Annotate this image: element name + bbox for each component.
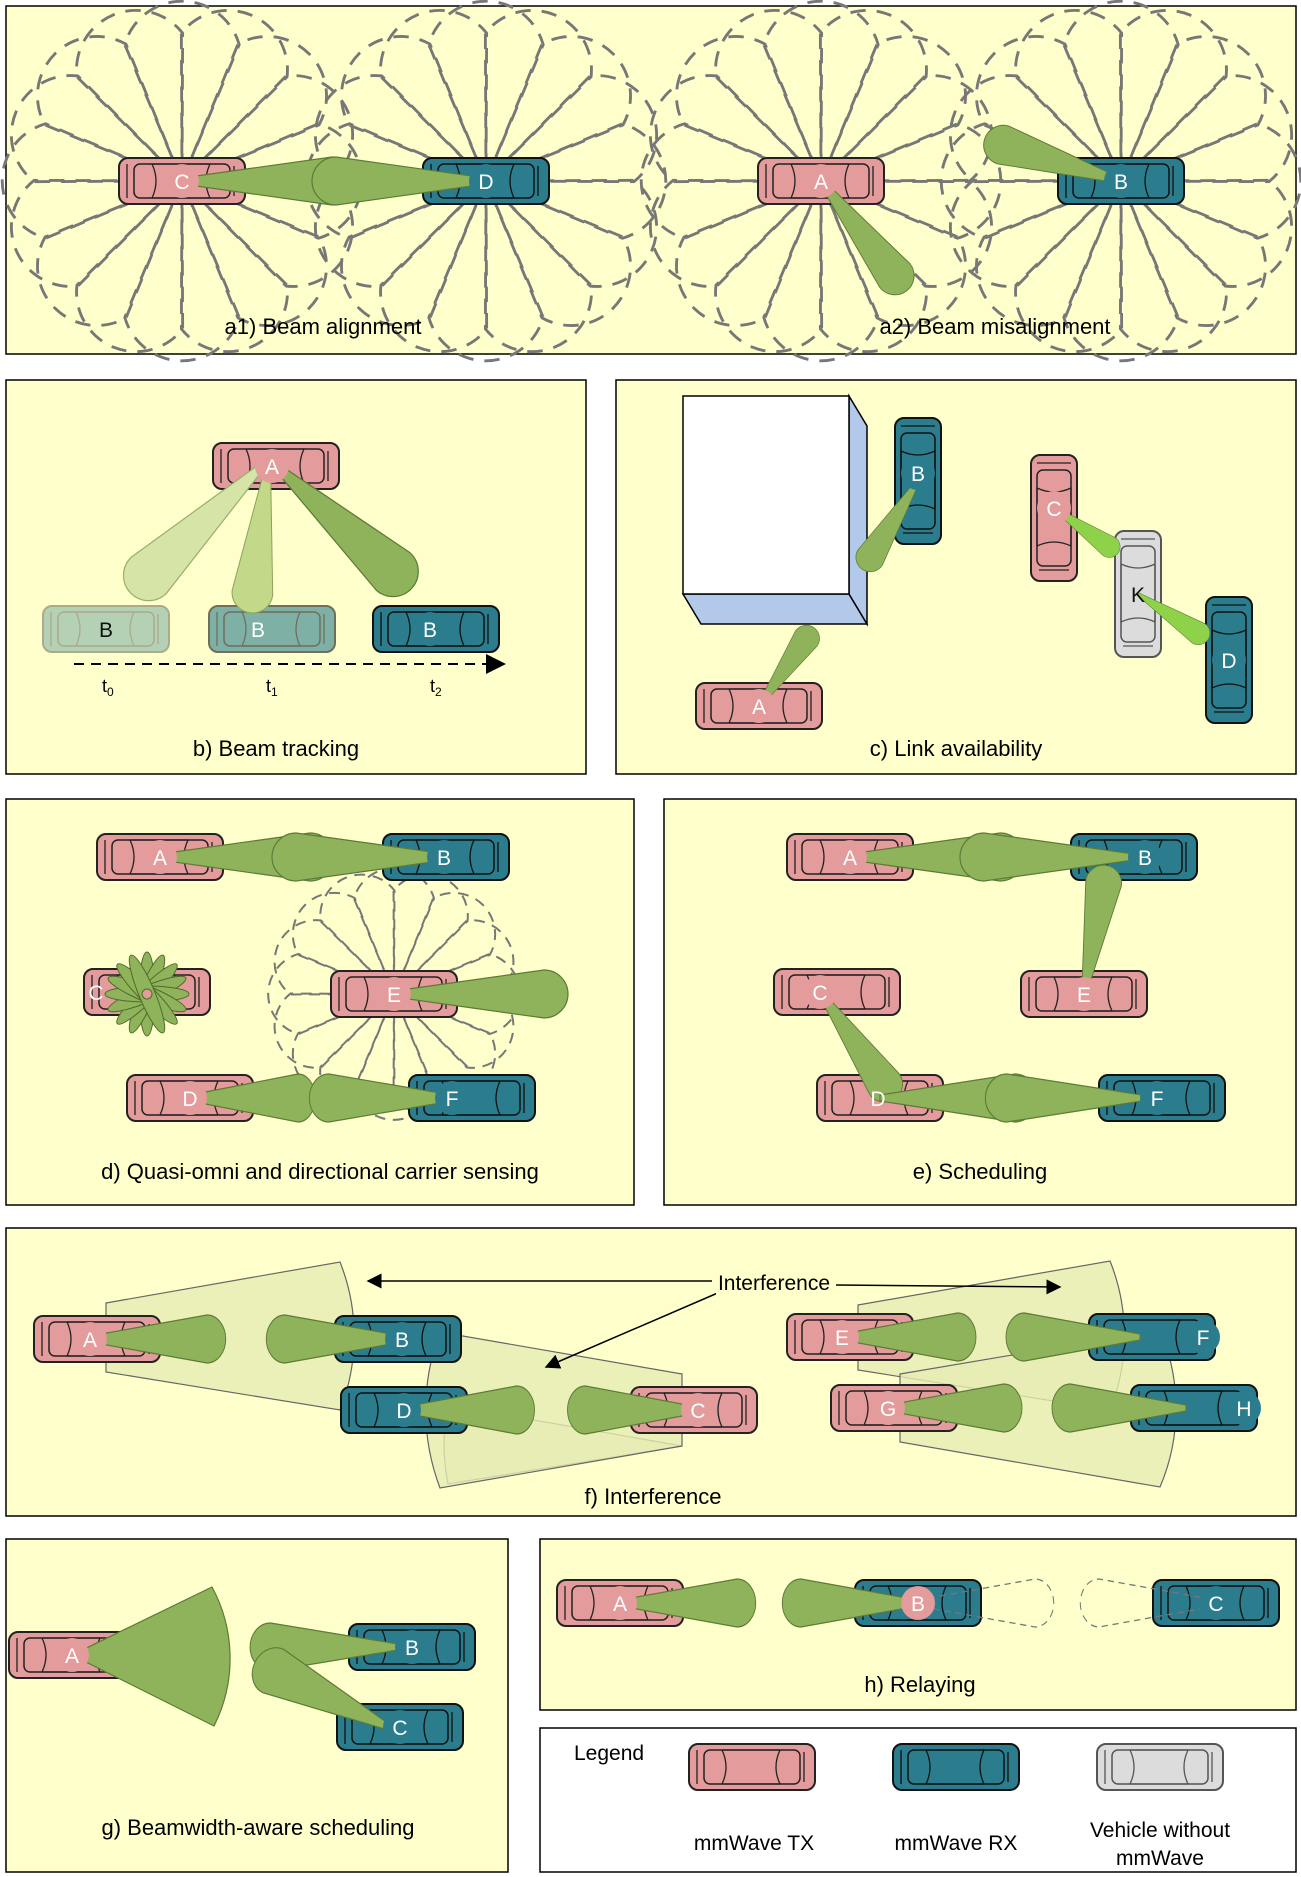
vehicle-label-k: K	[1131, 584, 1145, 607]
vehicle-label-b: B	[911, 1593, 925, 1616]
vehicle-label-a: A	[814, 171, 828, 194]
legend-label-tx: mmWave TX	[694, 1832, 814, 1855]
vehicle-label-b: B	[1114, 171, 1128, 194]
panel-c: A B C K D c) Link availability	[615, 379, 1297, 775]
vehicle-label-f: F	[1197, 1327, 1210, 1350]
vehicle-label-c: C	[690, 1400, 705, 1423]
vehicle-label-h: H	[1236, 1398, 1251, 1421]
vehicle-label-a: A	[752, 696, 766, 719]
legend-label-no-mmwave-line2: mmWave	[1116, 1847, 1204, 1870]
caption-a1: a1) Beam alignment	[225, 314, 422, 339]
interference-label: Interference	[718, 1272, 830, 1295]
vehicle-label-c: C	[1046, 498, 1061, 521]
panel-d: A B C E D F d) Quasi-omni and directiona…	[5, 798, 635, 1206]
vehicle-label-e: E	[1077, 984, 1091, 1007]
caption-d: d) Quasi-omni and directional carrier se…	[101, 1159, 539, 1184]
caption-c: c) Link availability	[870, 736, 1042, 761]
legend-tx-car	[688, 1743, 816, 1791]
vehicle-label-c: C	[1208, 1593, 1223, 1616]
caption-b: b) Beam tracking	[193, 736, 359, 761]
vehicle-label-d: D	[182, 1088, 197, 1111]
vehicle-label-b-t0: B	[99, 619, 113, 642]
legend-label-no-mmwave-line1: Vehicle without	[1090, 1819, 1230, 1842]
vehicle-label-f: F	[1151, 1088, 1164, 1111]
vehicle-label-g: G	[880, 1398, 896, 1421]
caption-f: f) Interference	[585, 1484, 722, 1509]
legend-label-rx: mmWave RX	[895, 1832, 1018, 1855]
panel-e: A B C E D F e) Scheduling	[663, 798, 1297, 1206]
caption-a2: a2) Beam misalignment	[879, 314, 1110, 339]
quasi-omni-sensing-c	[104, 951, 190, 1037]
caption-e: e) Scheduling	[913, 1159, 1048, 1184]
panel-f: A B D C E F G H Interference f) Interfer…	[5, 1227, 1297, 1517]
vehicle-label-c: C	[812, 982, 827, 1005]
vehicle-label-d: D	[1221, 650, 1236, 673]
vehicle-label-f: F	[446, 1088, 459, 1111]
vehicle-label-b: B	[405, 1637, 419, 1660]
vehicle-label-c: C	[88, 982, 103, 1005]
panel-a2: A B a2) Beam misalignment	[633, 0, 1301, 369]
vehicle-label-b: B	[395, 1329, 409, 1352]
vehicle-label-d: D	[396, 1400, 411, 1423]
vehicle-label-b: B	[1138, 847, 1152, 870]
vehicle-label-d: D	[478, 171, 493, 194]
interference-label-bg	[716, 1268, 832, 1296]
legend-title: Legend	[574, 1742, 644, 1765]
vehicle-label-d: D	[870, 1088, 885, 1111]
vehicle-label-b: B	[911, 463, 925, 486]
vehicle-label-a: A	[843, 847, 857, 870]
legend: Legend mmWave TX mmWave RX Vehicle witho…	[539, 1727, 1297, 1873]
panel-g: A B C g) Beamwidth-aware scheduling	[5, 1538, 509, 1873]
building-obstacle	[681, 393, 869, 627]
panel-h: A B C h) Relaying	[539, 1538, 1297, 1711]
vehicle-label-b-t2: B	[423, 619, 437, 642]
panel-a: C D a1) Beam alignment A B a2) Beam misa…	[0, 0, 1301, 369]
vehicle-label-c: C	[392, 1717, 407, 1740]
vehicle-b-t1	[208, 605, 336, 653]
time-label-t1: t1	[266, 676, 278, 699]
vehicle-label-a: A	[265, 456, 279, 479]
vehicle-label-a: A	[83, 1329, 97, 1352]
wide-beam-a	[70, 1586, 231, 1727]
vehicle-label-e: E	[835, 1327, 849, 1350]
caption-g: g) Beamwidth-aware scheduling	[101, 1815, 414, 1840]
vehicle-label-b: B	[437, 847, 451, 870]
vehicle-label-a: A	[613, 1593, 627, 1616]
legend-no-mmwave-car	[1096, 1743, 1224, 1791]
panel-b: A B B B t0 t1 t2 b) Beam tracking	[5, 379, 587, 775]
vehicle-label-a: A	[153, 847, 167, 870]
interference-arrow-down	[544, 1291, 721, 1369]
caption-h: h) Relaying	[864, 1672, 975, 1697]
vehicle-label-e: E	[387, 984, 401, 1007]
vehicle-label-a: A	[65, 1645, 79, 1668]
time-label-t0: t0	[102, 676, 114, 699]
legend-rx-car	[892, 1743, 1020, 1791]
interference-arrow-right	[835, 1279, 1062, 1295]
panel-a1: C D a1) Beam alignment	[0, 0, 674, 369]
vehicle-label-c: C	[174, 171, 189, 194]
time-label-t2: t2	[430, 676, 442, 699]
vehicle-label-b-t1: B	[251, 619, 265, 642]
